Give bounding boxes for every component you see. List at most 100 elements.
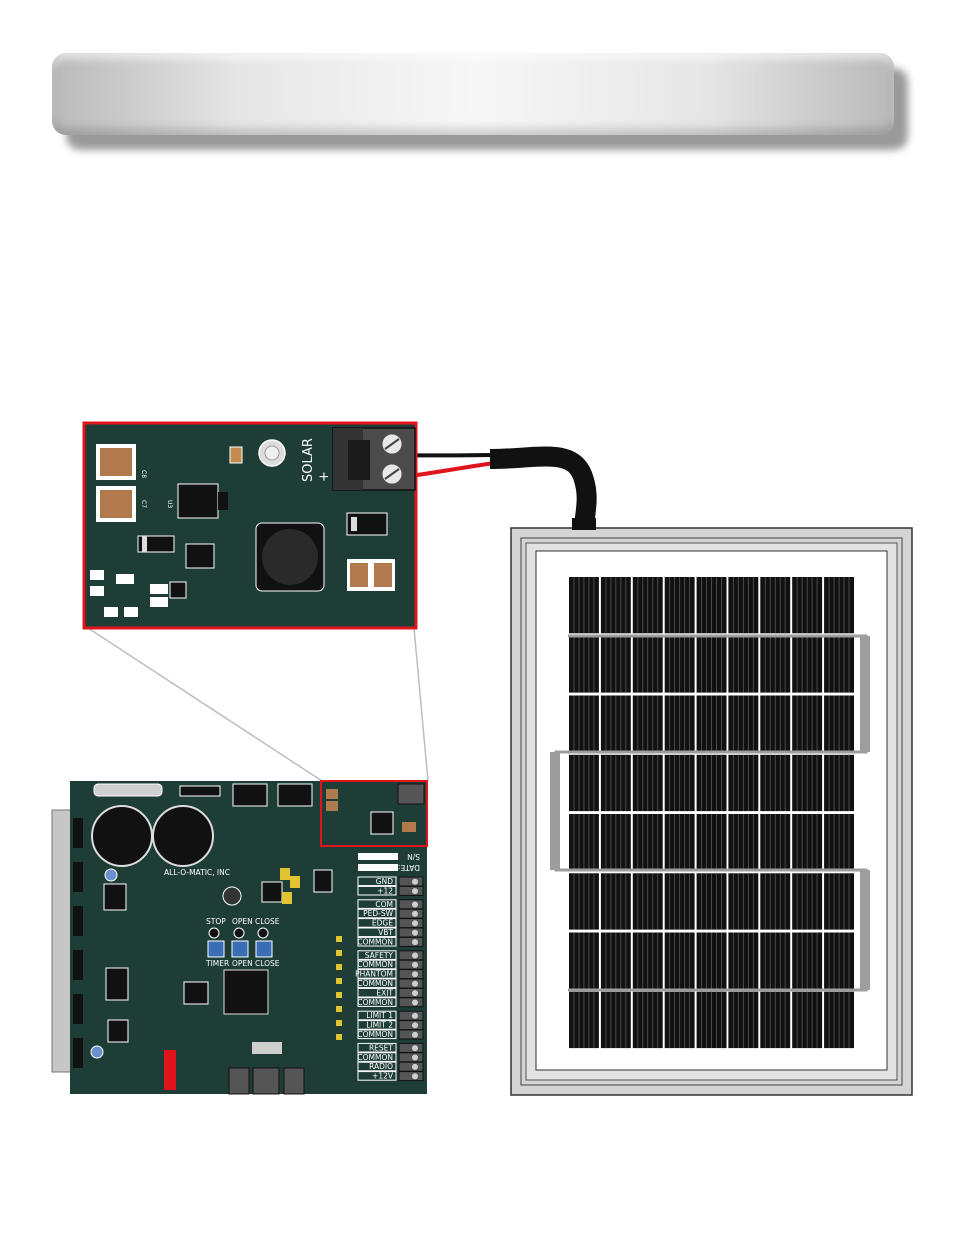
date-label: DATE: [398, 863, 420, 872]
terminal-screw-block [398, 885, 424, 896]
solar-panel [510, 527, 913, 1096]
terminal-screw-block [398, 899, 424, 910]
terminal-label: COMMON [357, 1053, 393, 1062]
svg-text:U3: U3 [166, 500, 173, 508]
terminal-screw [412, 910, 418, 917]
terminal-screw-block [398, 1071, 424, 1082]
terminal-label: COMMON [357, 998, 393, 1007]
terminal-label-box [357, 987, 397, 998]
terminal-screw-block [398, 1029, 424, 1040]
terminal-label-box [357, 1010, 397, 1021]
terminal-screw [412, 901, 418, 908]
terminal-label-box [357, 978, 397, 989]
terminal-screw [412, 929, 418, 936]
terminal-label-box [357, 1061, 397, 1072]
terminal-screw-block [398, 927, 424, 938]
terminal-label: COMMON [357, 937, 393, 946]
terminal-screw [412, 939, 418, 946]
terminal-labels: GND+12COMPED-SWEDGEVBTCOMMONSAFETYCOMMON… [355, 876, 397, 1081]
terminal-label: COM [375, 900, 393, 909]
pot-label-open: OPEN [232, 959, 253, 968]
terminal-screw [412, 1031, 418, 1038]
terminal-screw-block [398, 1061, 424, 1072]
polarity-label: + [317, 471, 332, 482]
terminal-screw [412, 961, 418, 968]
terminal-screw-block [398, 969, 424, 980]
button-label-close: CLOSE [255, 917, 280, 926]
terminal-screw-block [398, 936, 424, 947]
terminal-screw-block [398, 1052, 424, 1063]
terminal-label: LIMIT 1 [366, 1011, 393, 1020]
terminal-screw [412, 888, 418, 895]
brand-label: ALL-O-MATIC, INC [164, 868, 230, 877]
terminal-screw [412, 1022, 418, 1029]
terminal-label-box [357, 959, 397, 970]
terminal-label-box [357, 969, 397, 979]
terminal-screw [412, 1063, 418, 1070]
terminal-screw-block [398, 1042, 424, 1053]
terminal-screw-block [398, 978, 424, 989]
terminal-screw-block [398, 908, 424, 919]
solar-cell-grid [569, 577, 854, 1049]
detail-board: C8 C7 U3 [82, 421, 418, 630]
terminal-screw [412, 1054, 418, 1061]
terminal-label-box [357, 997, 397, 1007]
terminal-label: RADIO [369, 1062, 393, 1071]
terminal-screw [412, 878, 418, 885]
terminal-screw-block [398, 987, 424, 998]
terminal-screw-block [398, 959, 424, 970]
terminal-screw [412, 952, 418, 959]
terminal-label-box [357, 1071, 397, 1081]
terminal-screw [412, 1045, 418, 1052]
terminal-screw [412, 920, 418, 927]
terminal-label: PED-SW [363, 909, 394, 918]
terminal-label: COMMON [357, 960, 393, 969]
terminal-screw [412, 990, 418, 997]
terminal-screw [412, 999, 418, 1006]
solar-cable [394, 446, 597, 531]
serial-label: S/N [407, 852, 420, 861]
terminal-screw [412, 1012, 418, 1019]
terminal-blocks [398, 876, 424, 1082]
terminal-screw-block [398, 950, 424, 961]
terminal-label: EDGE [372, 919, 393, 928]
terminal-screw-block [398, 1010, 424, 1021]
terminal-screw-block [398, 876, 424, 887]
terminal-label-box [357, 1029, 397, 1040]
terminal-screw [412, 971, 418, 978]
terminal-label: EXIT [376, 988, 393, 997]
button-label-stop: STOP [206, 917, 226, 926]
button-label-open: OPEN [232, 917, 253, 926]
terminal-screw [412, 980, 418, 987]
terminal-label-box [357, 950, 397, 960]
terminal-label: PHANTOM [355, 970, 393, 979]
terminal-label-box [357, 936, 397, 947]
title-banner [52, 53, 894, 135]
pot-label-timer: TIMER [205, 959, 229, 968]
terminal-label: +12 [377, 886, 393, 895]
terminal-label: COMMON [357, 979, 393, 988]
pot-label-close: CLOSE [255, 959, 280, 968]
terminal-label: RESET [369, 1043, 393, 1052]
main-board: STOP OPEN CLOSE TIMER OPEN CLOSE ALL-O-M… [51, 780, 428, 1095]
solar-label: SOLAR [301, 438, 316, 482]
terminal-label: VBT [378, 928, 393, 937]
terminal-label-box [357, 918, 397, 928]
terminal-label-box [357, 1052, 397, 1062]
terminal-label: GND [376, 877, 393, 886]
terminal-label-box [357, 908, 397, 919]
terminal-label: SAFETY [365, 951, 394, 960]
terminal-label-box [357, 899, 397, 909]
terminal-label: LIMIT 2 [366, 1021, 393, 1030]
zoom-connector-lines [87, 627, 429, 782]
terminal-label-box [357, 1042, 397, 1053]
svg-text:C8: C8 [140, 470, 147, 478]
terminal-label-box [357, 876, 397, 887]
terminal-label-box [357, 1020, 397, 1030]
terminal-screw [412, 1073, 418, 1080]
terminal-screw-block [398, 997, 424, 1008]
terminal-screw-block [398, 1020, 424, 1031]
terminal-label-box [357, 927, 397, 938]
terminal-label: +12V [372, 1072, 394, 1081]
